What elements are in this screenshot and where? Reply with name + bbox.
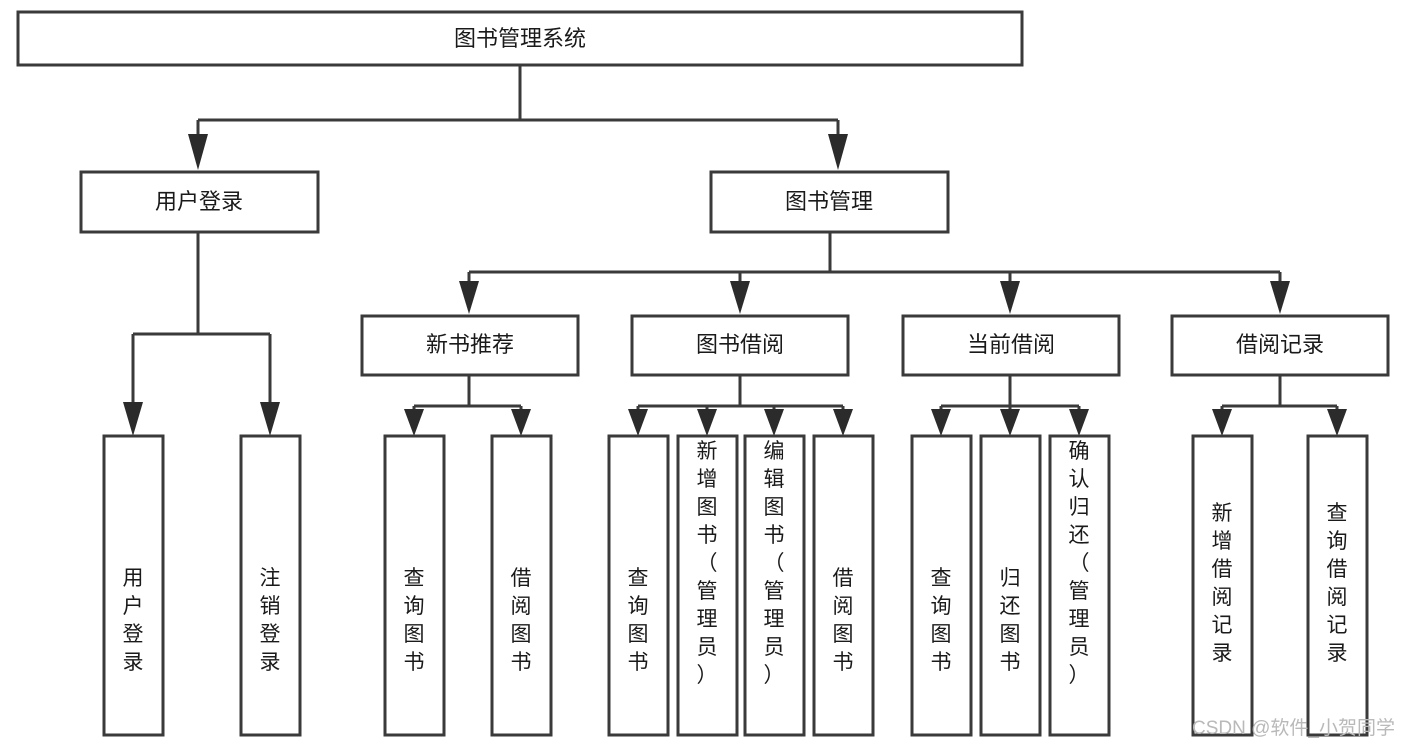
node-book-management-label: 图书管理 [785, 189, 873, 214]
connector-group-book-management [459, 232, 1290, 314]
leaf-confirm-return-admin-label: 确认归还（管理员） [1069, 440, 1090, 687]
node-root-label: 图书管理系统 [454, 26, 586, 51]
arrow-head-icon [1212, 409, 1232, 436]
node-current-borrow[interactable]: 当前借阅 [901, 314, 1121, 377]
node-new-book-recommend-box [360, 314, 580, 377]
connector-group-current-borrow [931, 375, 1089, 436]
leaf-edit-book-admin-label: 编辑图书（管理员） [764, 440, 785, 687]
node-book-management[interactable]: 图书管理 [709, 170, 950, 234]
node-book-borrow[interactable]: 图书借阅 [630, 314, 850, 377]
arrow-head-icon [828, 134, 848, 170]
leaf-confirm-return-admin-box [1048, 434, 1111, 737]
arrow-head-icon [511, 409, 531, 436]
leaf-query-borrow-record-box [1306, 434, 1369, 737]
node-borrow-records-box [1170, 314, 1390, 377]
leaf-add-book-admin-label: 新增图书（管理员） [697, 440, 718, 687]
arrow-head-icon [1327, 409, 1347, 436]
node-root-system[interactable]: 图书管理系统 [16, 10, 1024, 67]
arrow-head-icon [1000, 409, 1020, 436]
leaf-query-borrow-record-label: 查询借阅记录 [1327, 502, 1348, 665]
leaf-logout-box [239, 434, 302, 737]
arrow-head-icon [697, 409, 717, 436]
leaf-return-book-box [979, 434, 1042, 737]
node-user-login[interactable]: 用户登录 [79, 170, 320, 234]
node-new-book-recommend[interactable]: 新书推荐 [360, 314, 580, 377]
node-new-book-recommend-label: 新书推荐 [426, 332, 514, 357]
leaf-query-book-newbook-label: 查询图书 [404, 567, 425, 674]
leaf-node-query-borrow-record[interactable]: 查询借阅记录 [1306, 434, 1369, 737]
leaf-query-book-borrow-box [607, 434, 670, 737]
leaf-node-query-book-newbook[interactable]: 查询图书 [383, 434, 446, 737]
arrow-head-icon [833, 409, 853, 436]
node-current-borrow-box [901, 314, 1121, 377]
arrow-head-icon [931, 409, 951, 436]
arrow-head-icon [123, 402, 143, 436]
leaf-node-edit-book-admin[interactable]: 编辑图书（管理员） [743, 434, 806, 737]
leaf-node-confirm-return-admin[interactable]: 确认归还（管理员） [1048, 434, 1111, 737]
connector-group-user-login [123, 232, 280, 436]
node-book-management-box [709, 170, 950, 234]
connector-group-borrow-records [1212, 375, 1347, 436]
node-book-borrow-label: 图书借阅 [696, 332, 784, 357]
leaf-logout-label: 注销登录 [260, 567, 281, 674]
arrow-head-icon [1069, 409, 1089, 436]
leaf-borrow-book-box [812, 434, 875, 737]
leaf-user-login-label: 用户登录 [123, 567, 144, 674]
leaf-borrow-book-newbook-box [490, 434, 553, 737]
connector-group-book-borrow [628, 375, 853, 436]
leaf-node-borrow-book[interactable]: 借阅图书 [812, 434, 875, 737]
leaf-node-query-book-current[interactable]: 查询图书 [910, 434, 973, 737]
arrow-head-icon [260, 402, 280, 436]
leaf-return-book-label: 归还图书 [1000, 567, 1021, 674]
leaf-add-borrow-record-box [1191, 434, 1254, 737]
connector-group-new-book [404, 375, 531, 436]
arrow-head-icon [404, 409, 424, 436]
arrow-head-icon [628, 409, 648, 436]
leaf-node-logout[interactable]: 注销登录 [239, 434, 302, 737]
arrow-head-icon [1000, 281, 1020, 314]
leaf-node-add-book-admin[interactable]: 新增图书（管理员） [676, 434, 739, 737]
node-borrow-records[interactable]: 借阅记录 [1170, 314, 1390, 377]
arrow-head-icon [764, 409, 784, 436]
leaf-query-book-newbook-box [383, 434, 446, 737]
leaf-query-book-current-label: 查询图书 [931, 567, 952, 674]
arrow-head-icon [459, 281, 479, 314]
node-user-login-label: 用户登录 [155, 189, 243, 214]
connector-group-root [188, 65, 848, 170]
leaf-node-return-book[interactable]: 归还图书 [979, 434, 1042, 737]
node-book-borrow-box [630, 314, 850, 377]
leaf-borrow-book-label: 借阅图书 [833, 567, 854, 674]
leaf-node-add-borrow-record[interactable]: 新增借阅记录 [1191, 434, 1254, 737]
leaf-query-book-current-box [910, 434, 973, 737]
leaf-node-user-login-action[interactable]: 用户登录 [102, 434, 165, 737]
leaf-add-book-admin-box [676, 434, 739, 737]
leaf-borrow-book-newbook-label: 借阅图书 [511, 567, 532, 674]
arrow-head-icon [730, 281, 750, 314]
leaf-edit-book-admin-box [743, 434, 806, 737]
csdn-watermark: CSDN @软件_小贺同学 [1192, 717, 1395, 739]
leaf-node-query-book-borrow[interactable]: 查询图书 [607, 434, 670, 737]
arrow-head-icon [188, 134, 208, 170]
node-root-box [16, 10, 1024, 67]
leaf-query-book-borrow-label: 查询图书 [628, 567, 649, 674]
leaf-add-borrow-record-label: 新增借阅记录 [1212, 502, 1233, 665]
node-current-borrow-label: 当前借阅 [967, 332, 1055, 357]
leaf-user-login-box [102, 434, 165, 737]
leaf-node-borrow-book-newbook[interactable]: 借阅图书 [490, 434, 553, 737]
node-user-login-box [79, 170, 320, 234]
arrow-head-icon [1270, 281, 1290, 314]
node-borrow-records-label: 借阅记录 [1236, 332, 1324, 357]
